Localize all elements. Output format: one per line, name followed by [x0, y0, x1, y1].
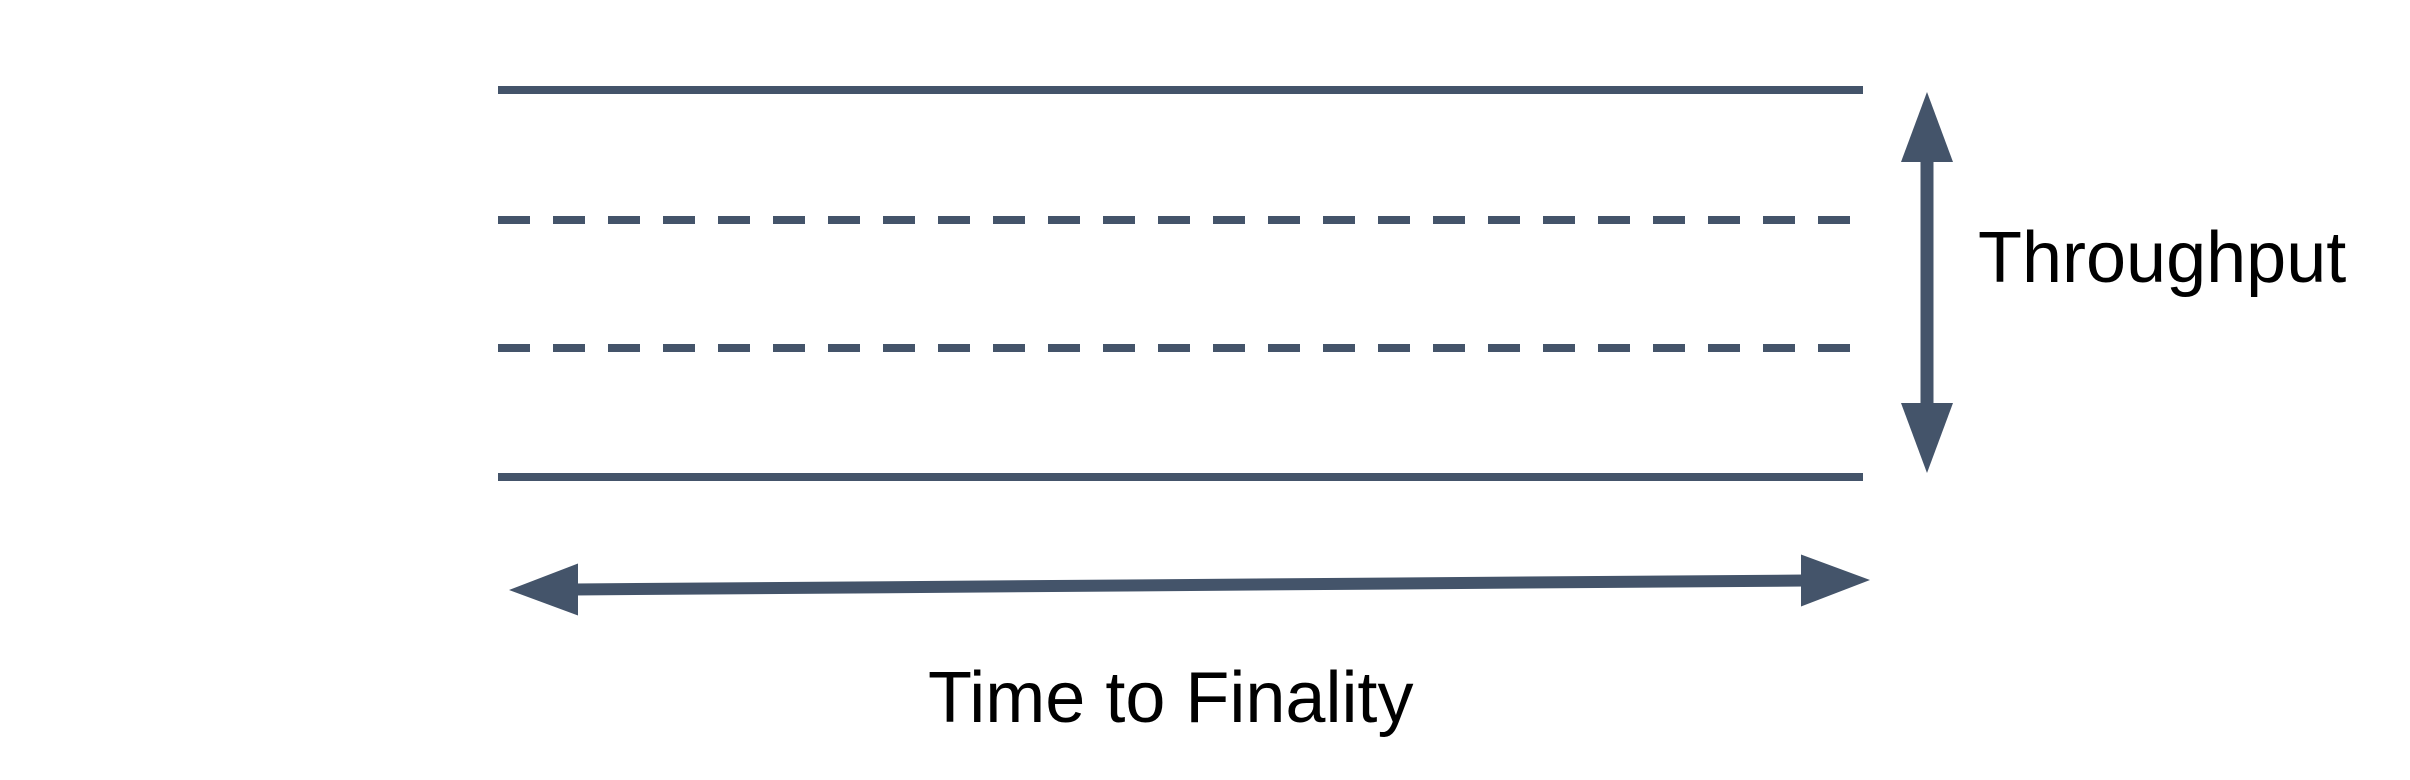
time-to-finality-arrow-shaft	[573, 574, 1806, 596]
time-to-finality-arrow-right-head-icon	[1801, 554, 1870, 607]
time-to-finality-label: Time to Finality	[928, 658, 1414, 738]
throughput-arrow-down-head-icon	[1901, 403, 1953, 473]
throughput-arrow-up-head-icon	[1901, 92, 1953, 162]
throughput-label: Throughput	[1978, 218, 2347, 298]
time-to-finality-arrow	[509, 554, 1870, 616]
time-to-finality-arrow-left-head-icon	[509, 563, 578, 616]
throughput-arrow	[1901, 92, 1953, 473]
